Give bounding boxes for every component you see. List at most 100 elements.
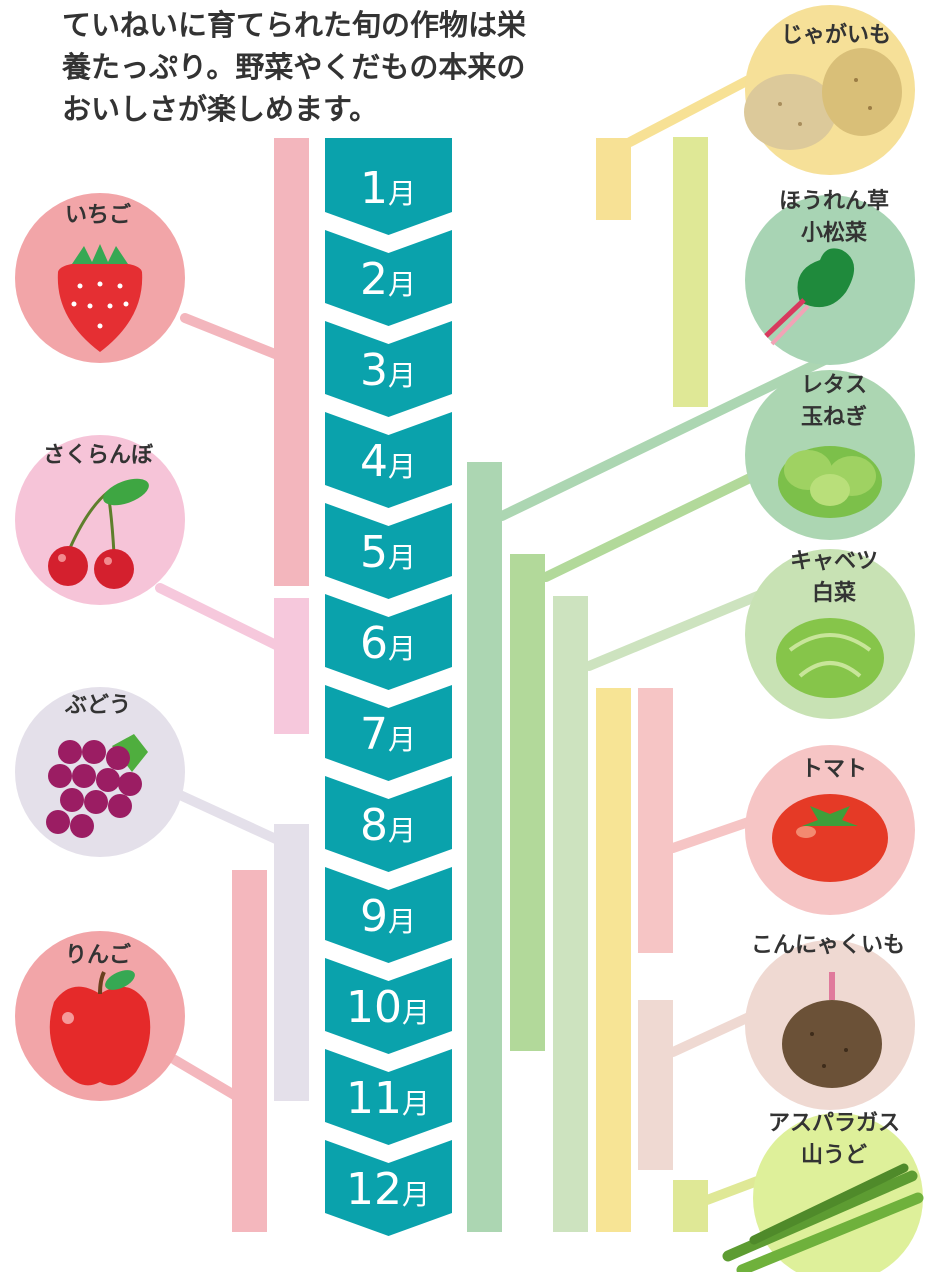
month-arrow: [325, 776, 452, 872]
tomato-item: トマト: [745, 745, 915, 915]
month-7: 7月: [325, 685, 452, 781]
intro-line-2: 養たっぷり。野菜やくだもの本来の: [62, 50, 526, 84]
month-unit: 月: [388, 268, 416, 301]
month-unit: 月: [402, 1178, 430, 1211]
tomato-bar: [638, 688, 673, 953]
apple-item: りんご: [15, 931, 185, 1101]
spinach-label-line-2: 小松菜: [801, 221, 867, 246]
month-number: 12: [346, 1164, 402, 1215]
cabbage-label-line-1: キャベツ: [790, 549, 878, 574]
cherry-item: さくらんぼ: [15, 435, 185, 605]
asparagus-spring-bar: [673, 1180, 708, 1232]
month-arrow: [325, 685, 452, 781]
month-4: 4月: [325, 412, 452, 508]
svg-text:2月: 2月: [360, 254, 416, 305]
spinach-bar: [673, 137, 708, 407]
grape-bar: [274, 824, 309, 1101]
intro-line-3: おいしさが楽しめます。: [62, 92, 379, 126]
month-6: 6月: [325, 594, 452, 690]
cabbage-bar: [510, 554, 545, 1051]
month-9: 9月: [325, 867, 452, 963]
strawberry-label: いちご: [65, 202, 131, 228]
lettuce-icon: [778, 446, 882, 518]
month-unit: 月: [388, 450, 416, 483]
month-number: 11: [346, 1073, 402, 1124]
month-unit: 月: [388, 814, 416, 847]
cabbage-connector: [541, 473, 755, 582]
month-unit: 月: [388, 541, 416, 574]
intro-line-1: ていねいに育てられた旬の作物は栄: [62, 8, 527, 42]
strawberry-icon: [57, 244, 143, 352]
month-2: 2月: [325, 230, 452, 326]
month-unit: 月: [388, 905, 416, 938]
konjac-bar: [638, 1000, 673, 1170]
lettuce-bar: [467, 462, 502, 1232]
cherry-connector: [155, 583, 283, 651]
month-12: 12月: [325, 1140, 452, 1236]
svg-text:6月: 6月: [360, 618, 416, 669]
potato-icon: [744, 48, 902, 150]
month-number: 4: [360, 436, 388, 487]
chinese-cabbage-connector: [584, 590, 765, 671]
month-arrow: [325, 1140, 452, 1236]
month-11: 11月: [325, 1049, 452, 1145]
chinese-cabbage-bar: [553, 596, 588, 1232]
connector-lines: [155, 69, 867, 1205]
svg-text:7月: 7月: [360, 709, 416, 760]
tomato-icon: [772, 794, 888, 882]
month-column: 1月 2月 3月 4月 5月 6月: [325, 138, 452, 1236]
month-arrow: [325, 594, 452, 690]
potato-bar: [596, 138, 631, 220]
month-arrow: [325, 321, 452, 417]
month-number: 5: [360, 527, 388, 578]
intro-text: ていねいに育てられた旬の作物は栄 養たっぷり。野菜やくだもの本来の おいしさが楽…: [62, 4, 562, 130]
konjac-item: こんにゃくいも: [745, 933, 915, 1110]
asparagus-label-line-2: 山うど: [801, 1143, 867, 1168]
svg-text:11月: 11月: [346, 1073, 430, 1124]
season-bars: [232, 137, 708, 1232]
spinach-item: ほうれん草 小松菜: [745, 188, 915, 365]
grape-item: ぶどう: [15, 687, 185, 857]
month-unit: 月: [388, 723, 416, 756]
asparagus-connector: [702, 1175, 765, 1205]
cabbage-label-line-2: 白菜: [812, 580, 856, 606]
month-arrow: [325, 138, 452, 235]
month-arrow: [325, 1049, 452, 1145]
svg-text:12月: 12月: [346, 1164, 430, 1215]
apple-connector: [170, 1055, 241, 1101]
month-number: 7: [360, 709, 388, 760]
svg-text:8月: 8月: [360, 800, 416, 851]
cabbage-icon: [776, 618, 884, 698]
potato-connector: [625, 69, 765, 147]
month-5: 5月: [325, 503, 452, 599]
svg-text:4月: 4月: [360, 436, 416, 487]
month-10: 10月: [325, 958, 452, 1054]
konjac-label: こんにゃくいも: [751, 933, 905, 958]
svg-text:1月: 1月: [360, 163, 416, 214]
lettuce-connector: [497, 337, 867, 521]
strawberry-bar: [274, 138, 309, 586]
month-unit: 月: [402, 996, 430, 1029]
month-number: 9: [360, 891, 388, 942]
svg-text:3月: 3月: [360, 345, 416, 396]
month-number: 3: [360, 345, 388, 396]
month-unit: 月: [388, 177, 416, 210]
grape-label: ぶどう: [64, 693, 131, 718]
asparagus-icon: [722, 1163, 924, 1272]
lettuce-label-line-2: 玉ねぎ: [801, 404, 867, 430]
month-number: 1: [360, 163, 388, 214]
asparagus-label-line-1: アスパラガス: [768, 1111, 900, 1136]
cherry-icon: [48, 478, 149, 589]
asparagus-circle: [753, 1113, 923, 1272]
potato-item: じゃがいも: [744, 5, 915, 175]
month-arrow: [325, 958, 452, 1054]
month-number: 2: [360, 254, 388, 305]
grape-icon: [46, 734, 148, 838]
lettuce-item: レタス 玉ねぎ: [745, 370, 915, 540]
month-unit: 月: [388, 359, 416, 392]
asparagus-bar: [596, 688, 631, 1232]
apple-bar: [232, 870, 267, 1232]
svg-text:10月: 10月: [346, 982, 430, 1033]
month-number: 8: [360, 800, 388, 851]
